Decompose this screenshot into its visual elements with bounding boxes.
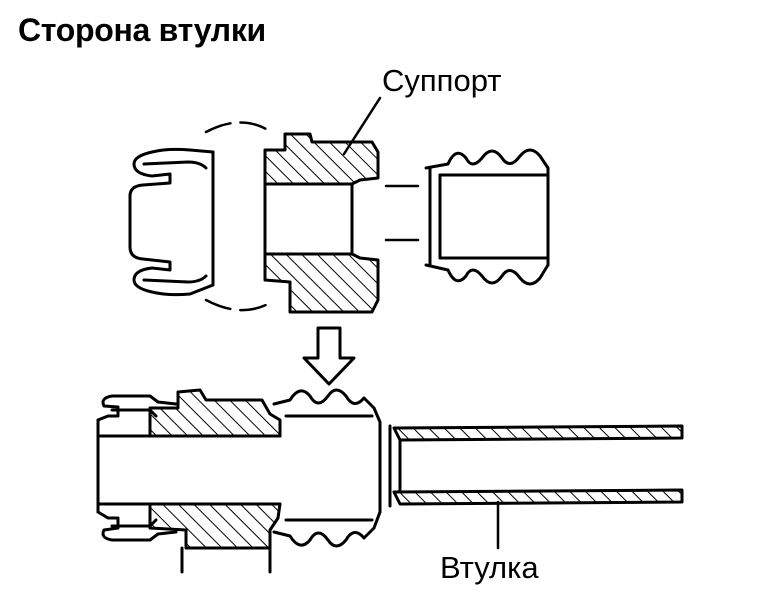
caliper-section: [263, 132, 380, 314]
assembly-arrow: [302, 326, 356, 386]
caliper-leader: [342, 96, 382, 156]
boot-right-exploded: [424, 148, 550, 286]
caliper-label: Суппорт: [382, 63, 502, 98]
bushing-sleeve: [388, 424, 684, 508]
boot-bellows-assembled: [272, 388, 382, 548]
caliper-assembled: [148, 388, 282, 574]
bushing-label: Втулка: [440, 550, 539, 585]
connector-lines: [384, 184, 420, 242]
boot-left-exploded: [128, 147, 215, 297]
bore-lines: [96, 434, 282, 506]
dashed-guide-arcs: [204, 121, 270, 312]
figure-title: Сторона втулки: [18, 12, 266, 48]
